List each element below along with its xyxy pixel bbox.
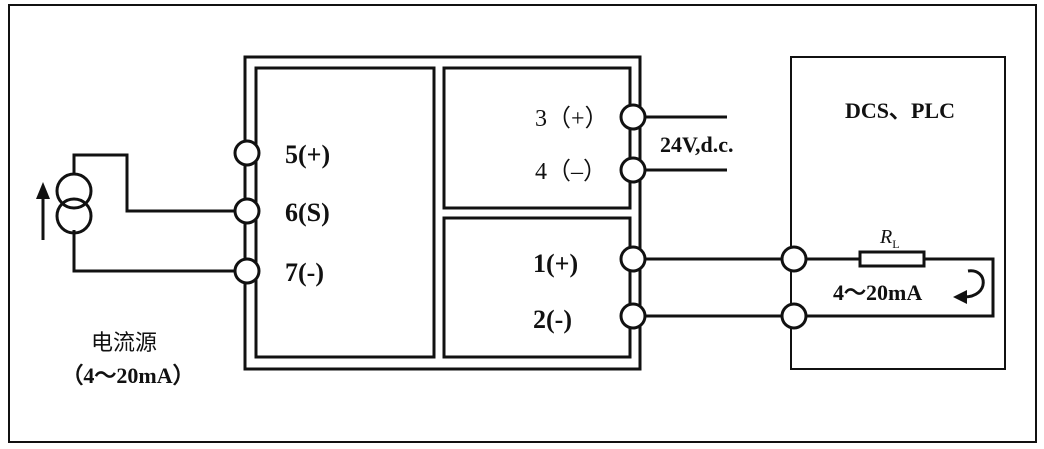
resistor-label: RL	[879, 226, 900, 251]
module-output-section	[442, 216, 632, 359]
terminal-6-label: 6(S)	[285, 198, 330, 227]
source-range: （4～20mA）	[61, 363, 194, 388]
terminal-4-screw[interactable]	[619, 156, 647, 184]
receiver-title: DCS、PLC	[845, 98, 955, 123]
power-supply-label: 24V,d.c.	[660, 132, 734, 157]
wire-load-loop	[806, 257, 995, 318]
module-input-section	[254, 66, 436, 359]
terminal-2-screw[interactable]	[619, 302, 647, 330]
load-resistor	[858, 250, 926, 268]
terminal-1-screw[interactable]	[619, 245, 647, 273]
terminal-1-label: 1(+)	[533, 249, 578, 278]
terminal-7-label: 7(-)	[285, 258, 324, 287]
receiver-box	[790, 56, 1006, 370]
terminal-6-screw[interactable]	[233, 197, 261, 225]
output-terminals: 1(+) 2(-)	[533, 245, 782, 334]
terminal-3-screw[interactable]	[619, 103, 647, 131]
receiver: DCS、PLC RL 4～20mA	[780, 56, 1006, 370]
terminal-7-screw[interactable]	[233, 257, 261, 285]
terminal-4-label: 4（–）	[535, 159, 607, 185]
current-source-circle-upper	[55, 172, 93, 210]
receiver-terminal-positive[interactable]	[780, 245, 808, 273]
resistor-label-main: R	[879, 226, 892, 248]
terminal-5-label: 5(+)	[285, 140, 330, 169]
loop-current-arrowhead-icon	[953, 290, 967, 304]
current-source	[36, 153, 235, 273]
loop-current-label: 4～20mA	[833, 280, 922, 305]
wire-source-to-terminal-7	[72, 230, 235, 273]
module-power-section	[442, 66, 632, 210]
terminal-2-label: 2(-)	[533, 305, 572, 334]
source-name: 电流源	[91, 331, 157, 356]
wire-source-to-terminal-6	[72, 153, 235, 213]
receiver-terminal-negative[interactable]	[780, 302, 808, 330]
resistor-label-subscript: L	[892, 237, 899, 251]
terminal-3-label: 3（+）	[535, 106, 609, 132]
loop-current-arrow-icon	[963, 269, 985, 299]
current-direction-arrow-icon	[36, 182, 50, 199]
terminal-5-screw[interactable]	[233, 139, 261, 167]
outer-frame	[8, 4, 1037, 443]
power-terminals: 3（+） 4（–） 24V,d.c.	[535, 103, 734, 185]
input-terminals: 5(+) 6(S) 7(-)	[233, 139, 330, 287]
current-source-circle-lower	[55, 197, 93, 235]
